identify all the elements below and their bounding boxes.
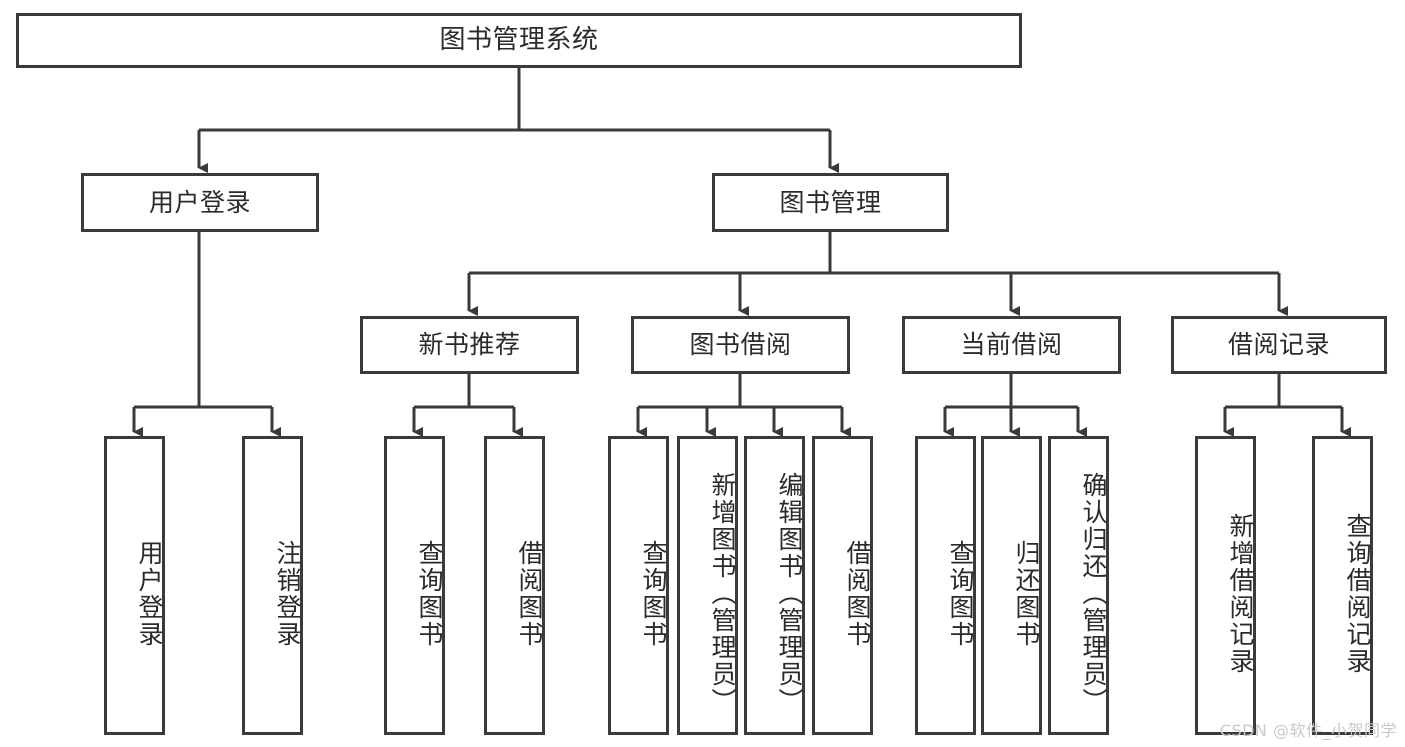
leaf-label: 编辑图书（管理员） (775, 472, 804, 715)
leaf-user-login-logout[interactable]: 注销登录 (242, 436, 303, 735)
leaf-label: 借阅图书 (843, 539, 872, 648)
leaf-label: 查询图书 (415, 539, 444, 648)
leaf-label: 查询借阅记录 (1343, 512, 1372, 675)
leaf-label: 借阅图书 (515, 539, 544, 648)
node-borrow-record[interactable]: 借阅记录 (1171, 316, 1387, 374)
node-root-system[interactable]: 图书管理系统 (16, 13, 1022, 68)
leaf-book-borrow-edit[interactable]: 编辑图书（管理员） (744, 436, 805, 735)
leaf-label: 新增借阅记录 (1226, 512, 1255, 675)
leaf-label: 归还图书 (1012, 539, 1041, 648)
watermark-text: CSDN @软件_小贺同学 (1219, 721, 1397, 740)
node-book-borrow[interactable]: 图书借阅 (631, 316, 850, 374)
leaf-label: 用户登录 (135, 539, 164, 648)
leaf-borrow-record-query[interactable]: 查询借阅记录 (1312, 436, 1373, 735)
node-new-book-recommend[interactable]: 新书推荐 (360, 316, 579, 374)
leaf-current-borrow-return[interactable]: 归还图书 (981, 436, 1042, 735)
leaf-new-book-query[interactable]: 查询图书 (384, 436, 445, 735)
leaf-user-login-login[interactable]: 用户登录 (104, 436, 165, 735)
leaf-label: 新增图书（管理员） (708, 472, 737, 715)
leaf-label: 注销登录 (273, 539, 302, 648)
leaf-book-borrow-add[interactable]: 新增图书（管理员） (677, 436, 738, 735)
leaf-current-borrow-query[interactable]: 查询图书 (915, 436, 976, 735)
leaf-label: 确认归还（管理员） (1079, 472, 1108, 715)
leaf-label: 查询图书 (946, 539, 975, 648)
node-current-borrow[interactable]: 当前借阅 (902, 316, 1121, 374)
leaf-current-borrow-confirm-return[interactable]: 确认归还（管理员） (1048, 436, 1109, 735)
leaf-book-borrow-borrow[interactable]: 借阅图书 (812, 436, 873, 735)
node-book-management[interactable]: 图书管理 (712, 173, 949, 232)
leaf-borrow-record-add[interactable]: 新增借阅记录 (1195, 436, 1256, 735)
leaf-book-borrow-query[interactable]: 查询图书 (608, 436, 669, 735)
node-user-login[interactable]: 用户登录 (81, 173, 319, 232)
leaf-label: 查询图书 (639, 539, 668, 648)
leaf-new-book-borrow[interactable]: 借阅图书 (484, 436, 545, 735)
